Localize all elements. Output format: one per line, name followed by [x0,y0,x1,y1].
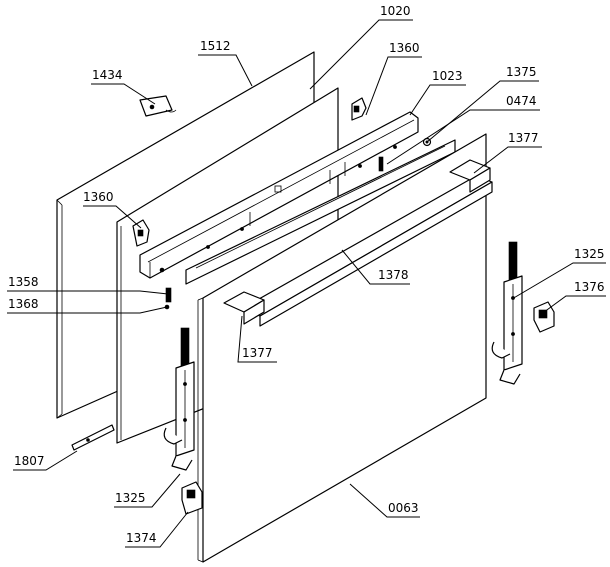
hinge-right [491,241,523,385]
top-frame-profile [139,111,419,279]
label-1434: 1434 [92,68,123,82]
label-1376: 1376 [574,280,605,294]
door-handle [223,159,493,327]
label-1360-top: 1360 [389,41,420,55]
clip-right [351,97,367,121]
label-1020: 1020 [380,4,411,18]
label-1378: 1378 [378,268,409,282]
hinge-left [163,327,195,471]
label-0474: 0474 [506,94,537,108]
label-1325-right: 1325 [574,247,605,261]
label-1360-left: 1360 [83,190,114,204]
label-1512: 1512 [200,39,231,53]
label-1375: 1375 [506,65,537,79]
part-labels: 1020 1512 1360 1434 1023 1375 0474 1377 … [8,4,605,545]
leader-lines [7,19,606,548]
label-1377-right: 1377 [508,131,539,145]
front-door-panel [197,133,487,563]
screw-1023 [378,156,384,172]
hinge-cover-left [181,481,203,515]
label-1325-left: 1325 [115,491,146,505]
hinge-bracket-top [139,95,177,117]
label-1807: 1807 [14,454,45,468]
bottom-frame-strip [71,424,115,451]
hinge-cover-right [533,301,555,333]
label-1023: 1023 [432,69,463,83]
label-1377-left: 1377 [242,346,273,360]
label-1358: 1358 [8,275,39,289]
label-1374: 1374 [126,531,157,545]
label-1368: 1368 [8,297,39,311]
clip-left [132,219,150,247]
label-0063: 0063 [388,501,419,515]
